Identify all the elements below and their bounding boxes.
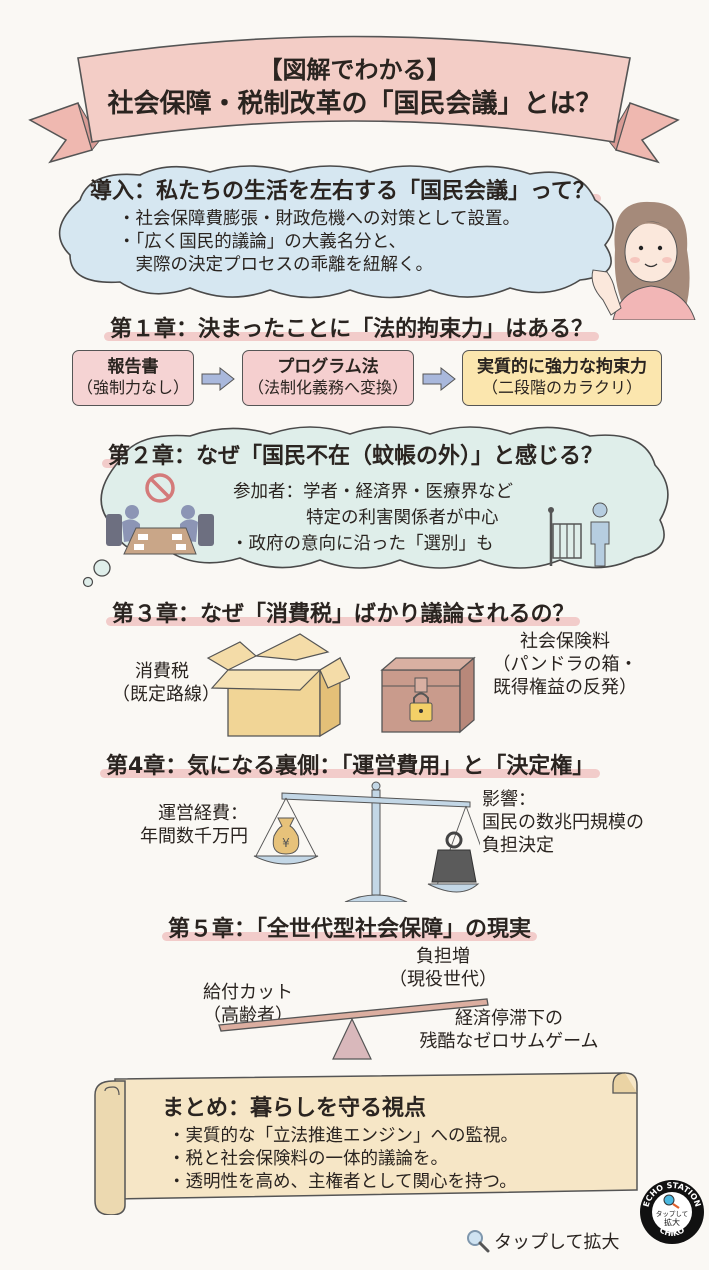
flow-step-program-law: プログラム法 （法制化義務へ変換）: [242, 350, 414, 406]
label-line: 影響：: [482, 789, 536, 810]
flow-step-title: 報告書: [107, 357, 159, 377]
chapter5-section: 第５章：「全世代型社会保障」の現実 負担増 （現役世代） 給付カット （高齢者）…: [0, 905, 709, 1070]
no-entry-meeting-icon: [106, 473, 214, 555]
chapter1-section: 第１章：決まったことに「法的拘束力」はある？ 報告書 （強制力なし） プログラム…: [0, 305, 709, 415]
summary-bullet: ・実質的な「立法推進エンジン」への監視。: [168, 1126, 518, 1146]
open-box-icon: [206, 633, 350, 738]
chapter3-heading: 第３章：なぜ「消費税」ばかり議論されるの？: [105, 596, 581, 628]
summary-section: まとめ：暮らしを守る視点 ・実質的な「立法推進エンジン」への監視。 ・税と社会保…: [0, 1065, 709, 1215]
zero-sum-label: 経済停滞下の 残酷なゼロサムゲーム: [404, 1007, 614, 1053]
seesaw-icon: [218, 998, 489, 1060]
social-insurance-label: 社会保険料 （パンドラの箱・ 既得権益の反発）: [485, 630, 645, 699]
chapter2-line2: 特定の利害関係者が中心: [306, 508, 499, 528]
intro-bullets: ・社会保障費膨張・財政危機への対策として設置。 ・「広く国民的議論」の大義名分と…: [118, 208, 520, 277]
tap-to-zoom-label: タップして拡大: [494, 1232, 620, 1253]
gate-person-icon: [548, 502, 610, 567]
impact-label: 影響： 国民の数兆円規模の 負担決定: [482, 788, 672, 857]
flow-step-sub: （二段階のカラクリ）: [481, 378, 642, 398]
intro-bullet: 実際の決定プロセスの乖離を紐解く。: [118, 255, 433, 276]
cloud-icon: [58, 165, 614, 299]
label-line: 負担決定: [482, 835, 554, 857]
flow-step-sub: （強制力なし）: [76, 378, 189, 398]
summary-heading: まとめ：暮らしを守る視点: [155, 1090, 433, 1122]
woman-waving-icon: [591, 201, 696, 320]
label-line: 経済停滞下の: [455, 1008, 563, 1029]
intro-bullet: ・社会保障費膨張・財政危機への対策として設置。: [118, 209, 520, 229]
arrow-right-icon: [422, 367, 456, 391]
flow-step-binding-force: 実質的に強力な拘束力 （二段階のカラクリ）: [462, 350, 662, 406]
chapter2-line3: ・政府の意向に沿った「選別」も: [231, 534, 494, 554]
banner-line1: 【図解でわかる】: [258, 56, 451, 84]
consumption-tax-label: 消費税 （既定路線）: [112, 660, 220, 706]
badge-middle2: 拡大: [664, 1217, 680, 1227]
balance-scale-icon: ¥: [253, 781, 480, 902]
chapter3-section: 第３章：なぜ「消費税」ばかり議論されるの？ 消費税 （既定路線） 社会保険料 （…: [0, 590, 709, 740]
flow-step-sub: （法制化義務へ変換）: [247, 378, 408, 398]
chapter2-section: 第２章：なぜ「国民不在（蚊帳の外）」と感じる？ 参加者：学者・経済界・医療界など…: [0, 420, 709, 590]
label-line: 負担増: [416, 946, 470, 967]
yen-symbol: ¥: [282, 836, 290, 850]
burden-increase-label: 負担増 （現役世代）: [388, 945, 498, 991]
chapter5-heading: 第５章：「全世代型社会保障」の現実: [161, 911, 538, 943]
summary-bullet: ・税と社会保険料の一体的議論を。: [168, 1149, 448, 1170]
ribbon-icon: [28, 35, 680, 164]
thought-cloud-icon: [82, 426, 669, 588]
label-line: 社会保険料: [520, 631, 610, 652]
label-line: （現役世代）: [389, 969, 497, 991]
banner-line2: 社会保障・税制改革の「国民会議」とは？: [107, 89, 602, 119]
operating-cost-label: 運営経費： 年間数千万円: [118, 802, 248, 848]
label-line: （パンドラの箱・: [492, 654, 638, 676]
label-line: （既定路線）: [112, 684, 220, 706]
chapter4-heading: 第4章：気になる裏側：「運営費用」と「決定権」: [99, 748, 601, 780]
tap-to-zoom-link[interactable]: タップして拡大: [466, 1228, 619, 1254]
echo-station-badge[interactable]: ECHO STATION CHIKO タップして 拡大: [638, 1178, 706, 1246]
badge-middle1: タップして: [656, 1209, 688, 1218]
flow-step-title: プログラム法: [277, 357, 379, 377]
locked-chest-icon: [380, 656, 476, 734]
scroll-icon: [94, 1072, 638, 1215]
intro-heading: 導入：私たちの生活を左右する「国民会議」って？: [84, 173, 601, 205]
chapter4-section: 第4章：気になる裏側：「運営費用」と「決定権」 運営経費： 年間数千万円 ¥ 影…: [0, 742, 709, 902]
title-banner: 【図解でわかる】 社会保障・税制改革の「国民会議」とは？: [0, 0, 709, 175]
chapter1-heading: 第１章：決まったことに「法的拘束力」はある？: [103, 311, 600, 343]
label-line: 消費税: [135, 661, 189, 682]
magnifier-icon: [467, 1230, 490, 1253]
flow-step-report: 報告書 （強制力なし）: [72, 350, 194, 406]
chapter2-line1: 参加者：学者・経済界・医療界など: [233, 482, 513, 502]
chapter2-heading: 第２章：なぜ「国民不在（蚊帳の外）」と感じる？: [101, 438, 610, 470]
summary-bullets: ・実質的な「立法推進エンジン」への監視。 ・税と社会保険料の一体的議論を。 ・透…: [168, 1125, 518, 1194]
arrow-right-icon: [201, 367, 235, 391]
echo-station-logo-icon: ECHO STATION CHIKO タップして 拡大: [640, 1180, 704, 1244]
summary-bullet: ・透明性を高め、主権者として関心を持つ。: [168, 1172, 517, 1193]
label-line: 運営経費：: [158, 803, 248, 824]
label-line: 国民の数兆円規模の: [482, 812, 644, 834]
label-line: 年間数千万円: [140, 826, 248, 848]
intro-section: 導入：私たちの生活を左右する「国民会議」って？ ・社会保障費膨張・財政危機への対…: [0, 160, 709, 320]
label-line: 残酷なゼロサムゲーム: [419, 1031, 599, 1053]
intro-bullet: ・「広く国民的議論」の大義名分と、: [118, 232, 407, 253]
label-line: 既得権益の反発）: [493, 677, 637, 699]
label-line: 給付カット: [203, 982, 293, 1003]
flow-step-title: 実質的に強力な拘束力: [477, 357, 647, 377]
